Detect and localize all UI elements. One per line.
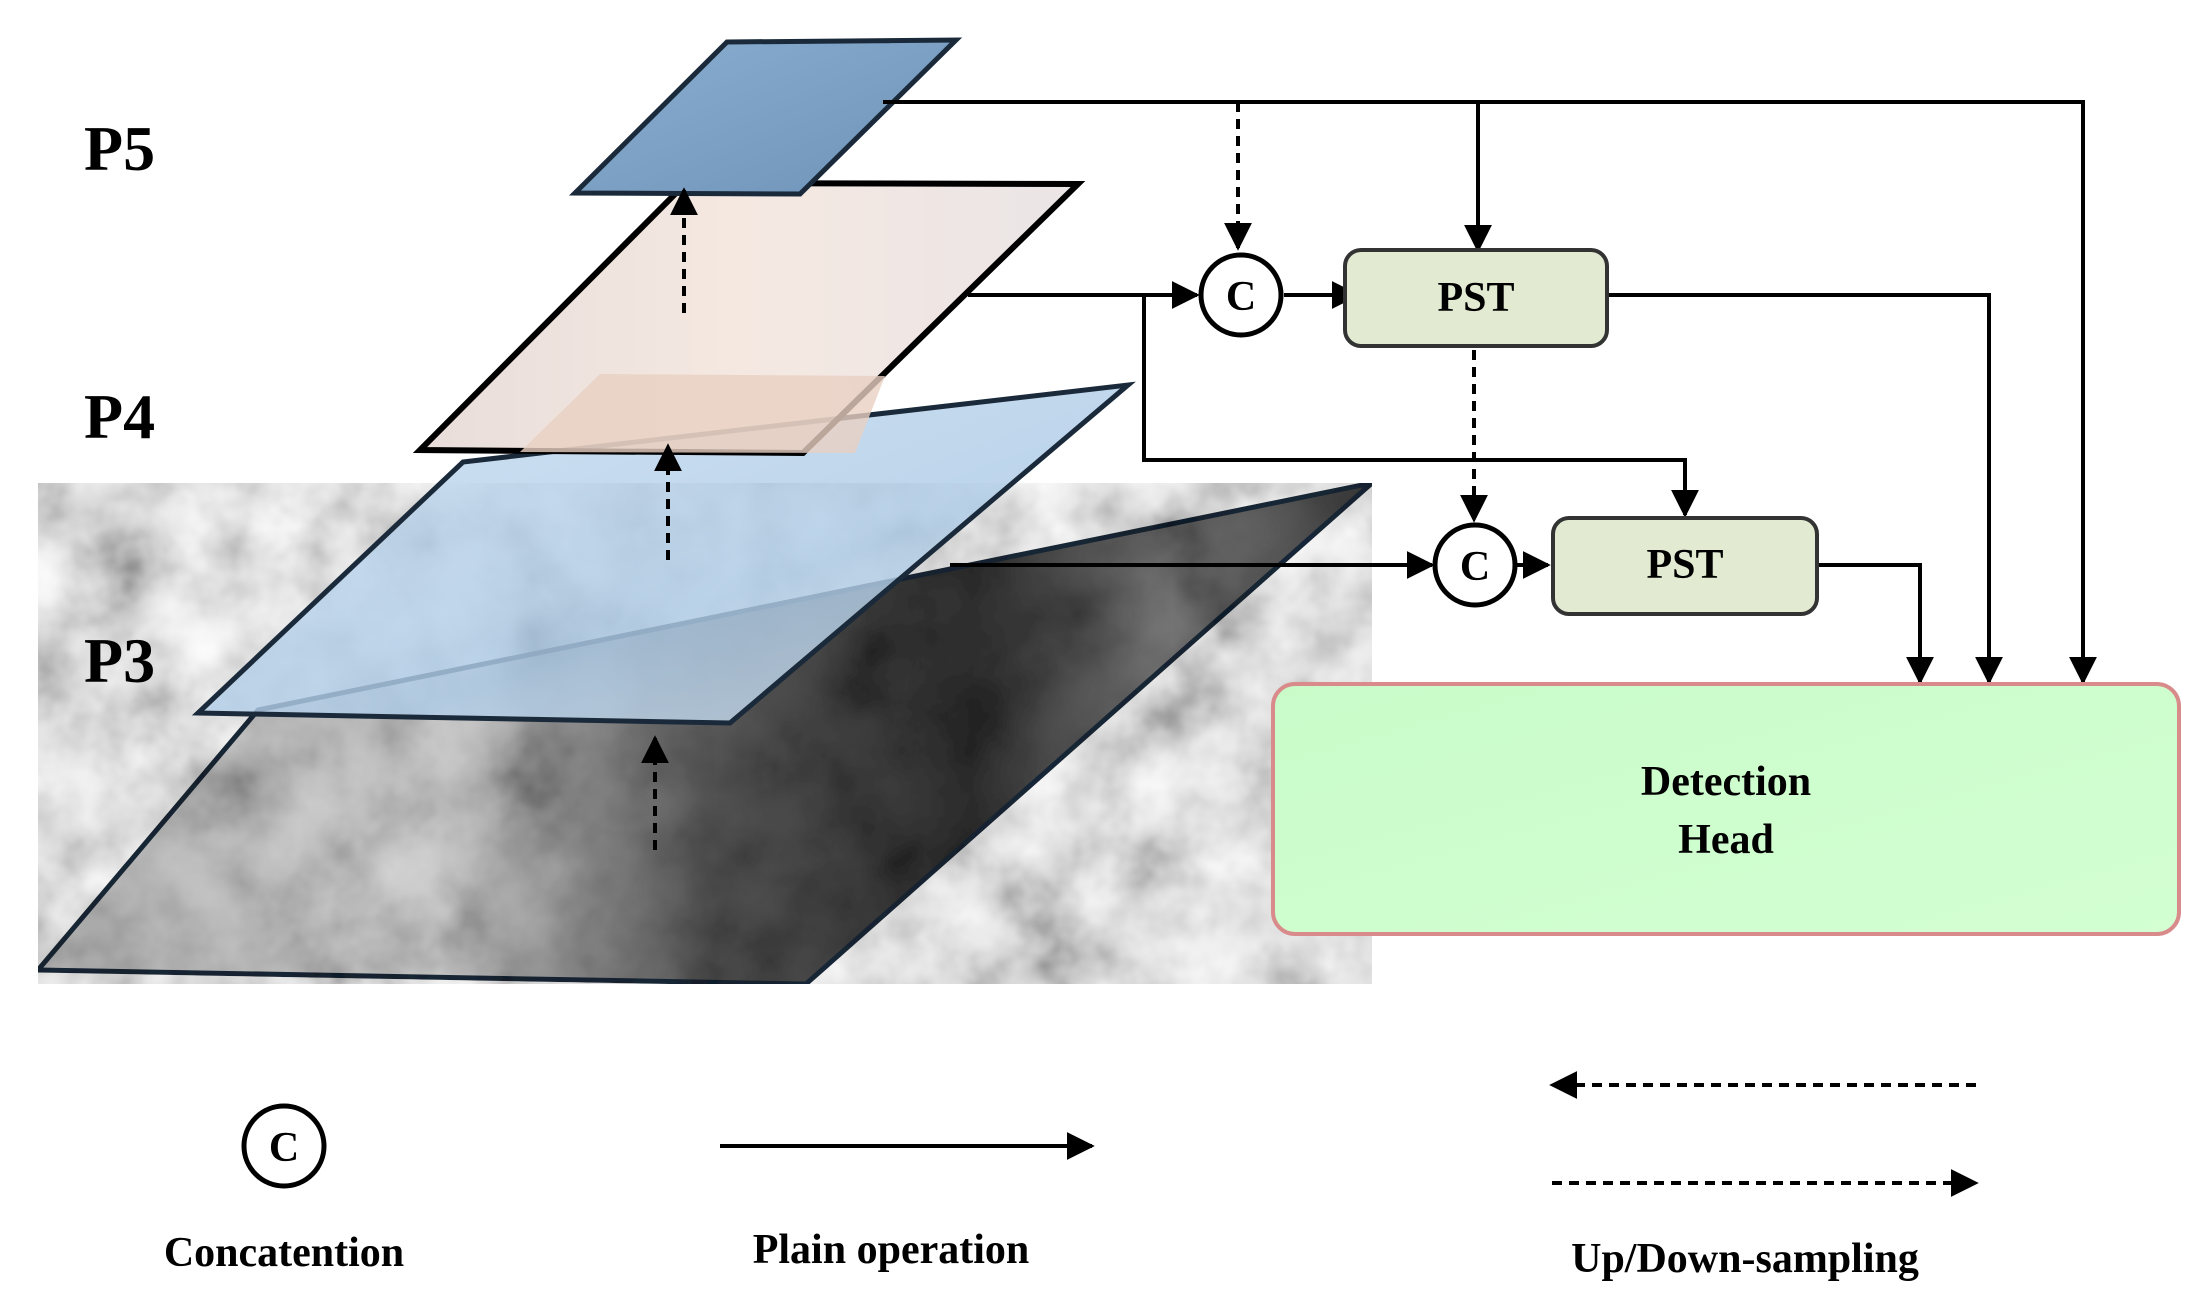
- p5-to-head-line: [883, 100, 2097, 685]
- p4-inner-patch: [520, 374, 885, 453]
- level-label-p3: P3: [84, 625, 155, 696]
- legend-concat-label: Concatention: [164, 1230, 404, 1276]
- pst-top-to-head-line: [1607, 293, 2003, 685]
- legend-concat-icon: [241, 1103, 327, 1189]
- pst-block-top: PST: [1343, 248, 1609, 348]
- detection-head-label-line1: Detection: [1641, 759, 1811, 805]
- detection-head-label-line2: Head: [1678, 817, 1774, 863]
- pst-block-bottom-label: PST: [1646, 542, 1723, 588]
- legend-concat-item: C Concatention: [164, 1103, 404, 1276]
- legend-concat-symbol: C: [269, 1125, 299, 1171]
- level-label-p5: P5: [84, 113, 155, 184]
- concat-node-top-label: C: [1226, 274, 1256, 320]
- pst-block-bottom: PST: [1551, 516, 1819, 616]
- p4-plane: [412, 179, 1086, 457]
- legend-plain-label: Plain operation: [753, 1227, 1030, 1273]
- concat-node-bottom-label: C: [1460, 544, 1490, 590]
- p3-plane: [191, 381, 1136, 726]
- legend-sampling-label: Up/Down-sampling: [1571, 1236, 1919, 1282]
- pst-block-top-label: PST: [1437, 275, 1514, 321]
- p4-to-pst-bottom-line: [1142, 295, 1699, 518]
- legend: C Concatention Plain operation Up/Down-s…: [164, 1071, 1979, 1282]
- detection-head-block: Detection Head: [1271, 682, 2181, 936]
- legend-sampling-item: Up/Down-sampling: [1549, 1071, 1979, 1282]
- input-image-plane: [32, 478, 1381, 987]
- legend-plain-item: Plain operation: [720, 1132, 1095, 1273]
- concat-node-top: C: [1198, 252, 1284, 338]
- concat-node-bottom: C: [1432, 522, 1518, 608]
- pst-bottom-to-head-line: [1817, 563, 1934, 685]
- p5-plane: [568, 37, 963, 197]
- level-label-p4: P4: [84, 381, 155, 452]
